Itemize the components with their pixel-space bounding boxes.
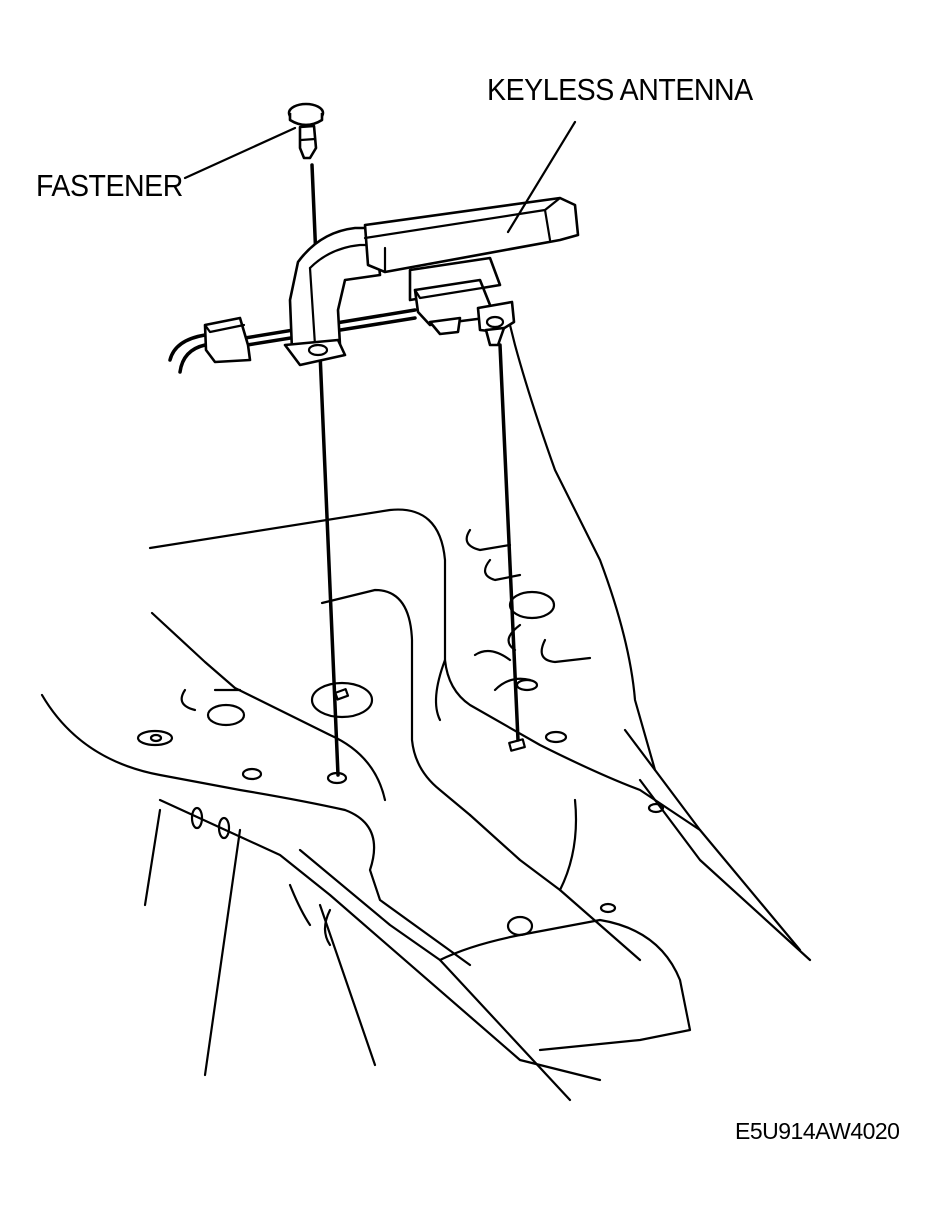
keyless-antenna-label: KEYLESS ANTENNA	[487, 72, 753, 107]
leader-lines	[183, 120, 577, 234]
floor-panel	[40, 303, 812, 1102]
figure-code-label: E5U914AW4020	[735, 1118, 900, 1144]
fastener-part	[287, 102, 325, 160]
fastener-label: FASTENER	[36, 168, 183, 203]
keyless-antenna-part	[168, 196, 580, 374]
